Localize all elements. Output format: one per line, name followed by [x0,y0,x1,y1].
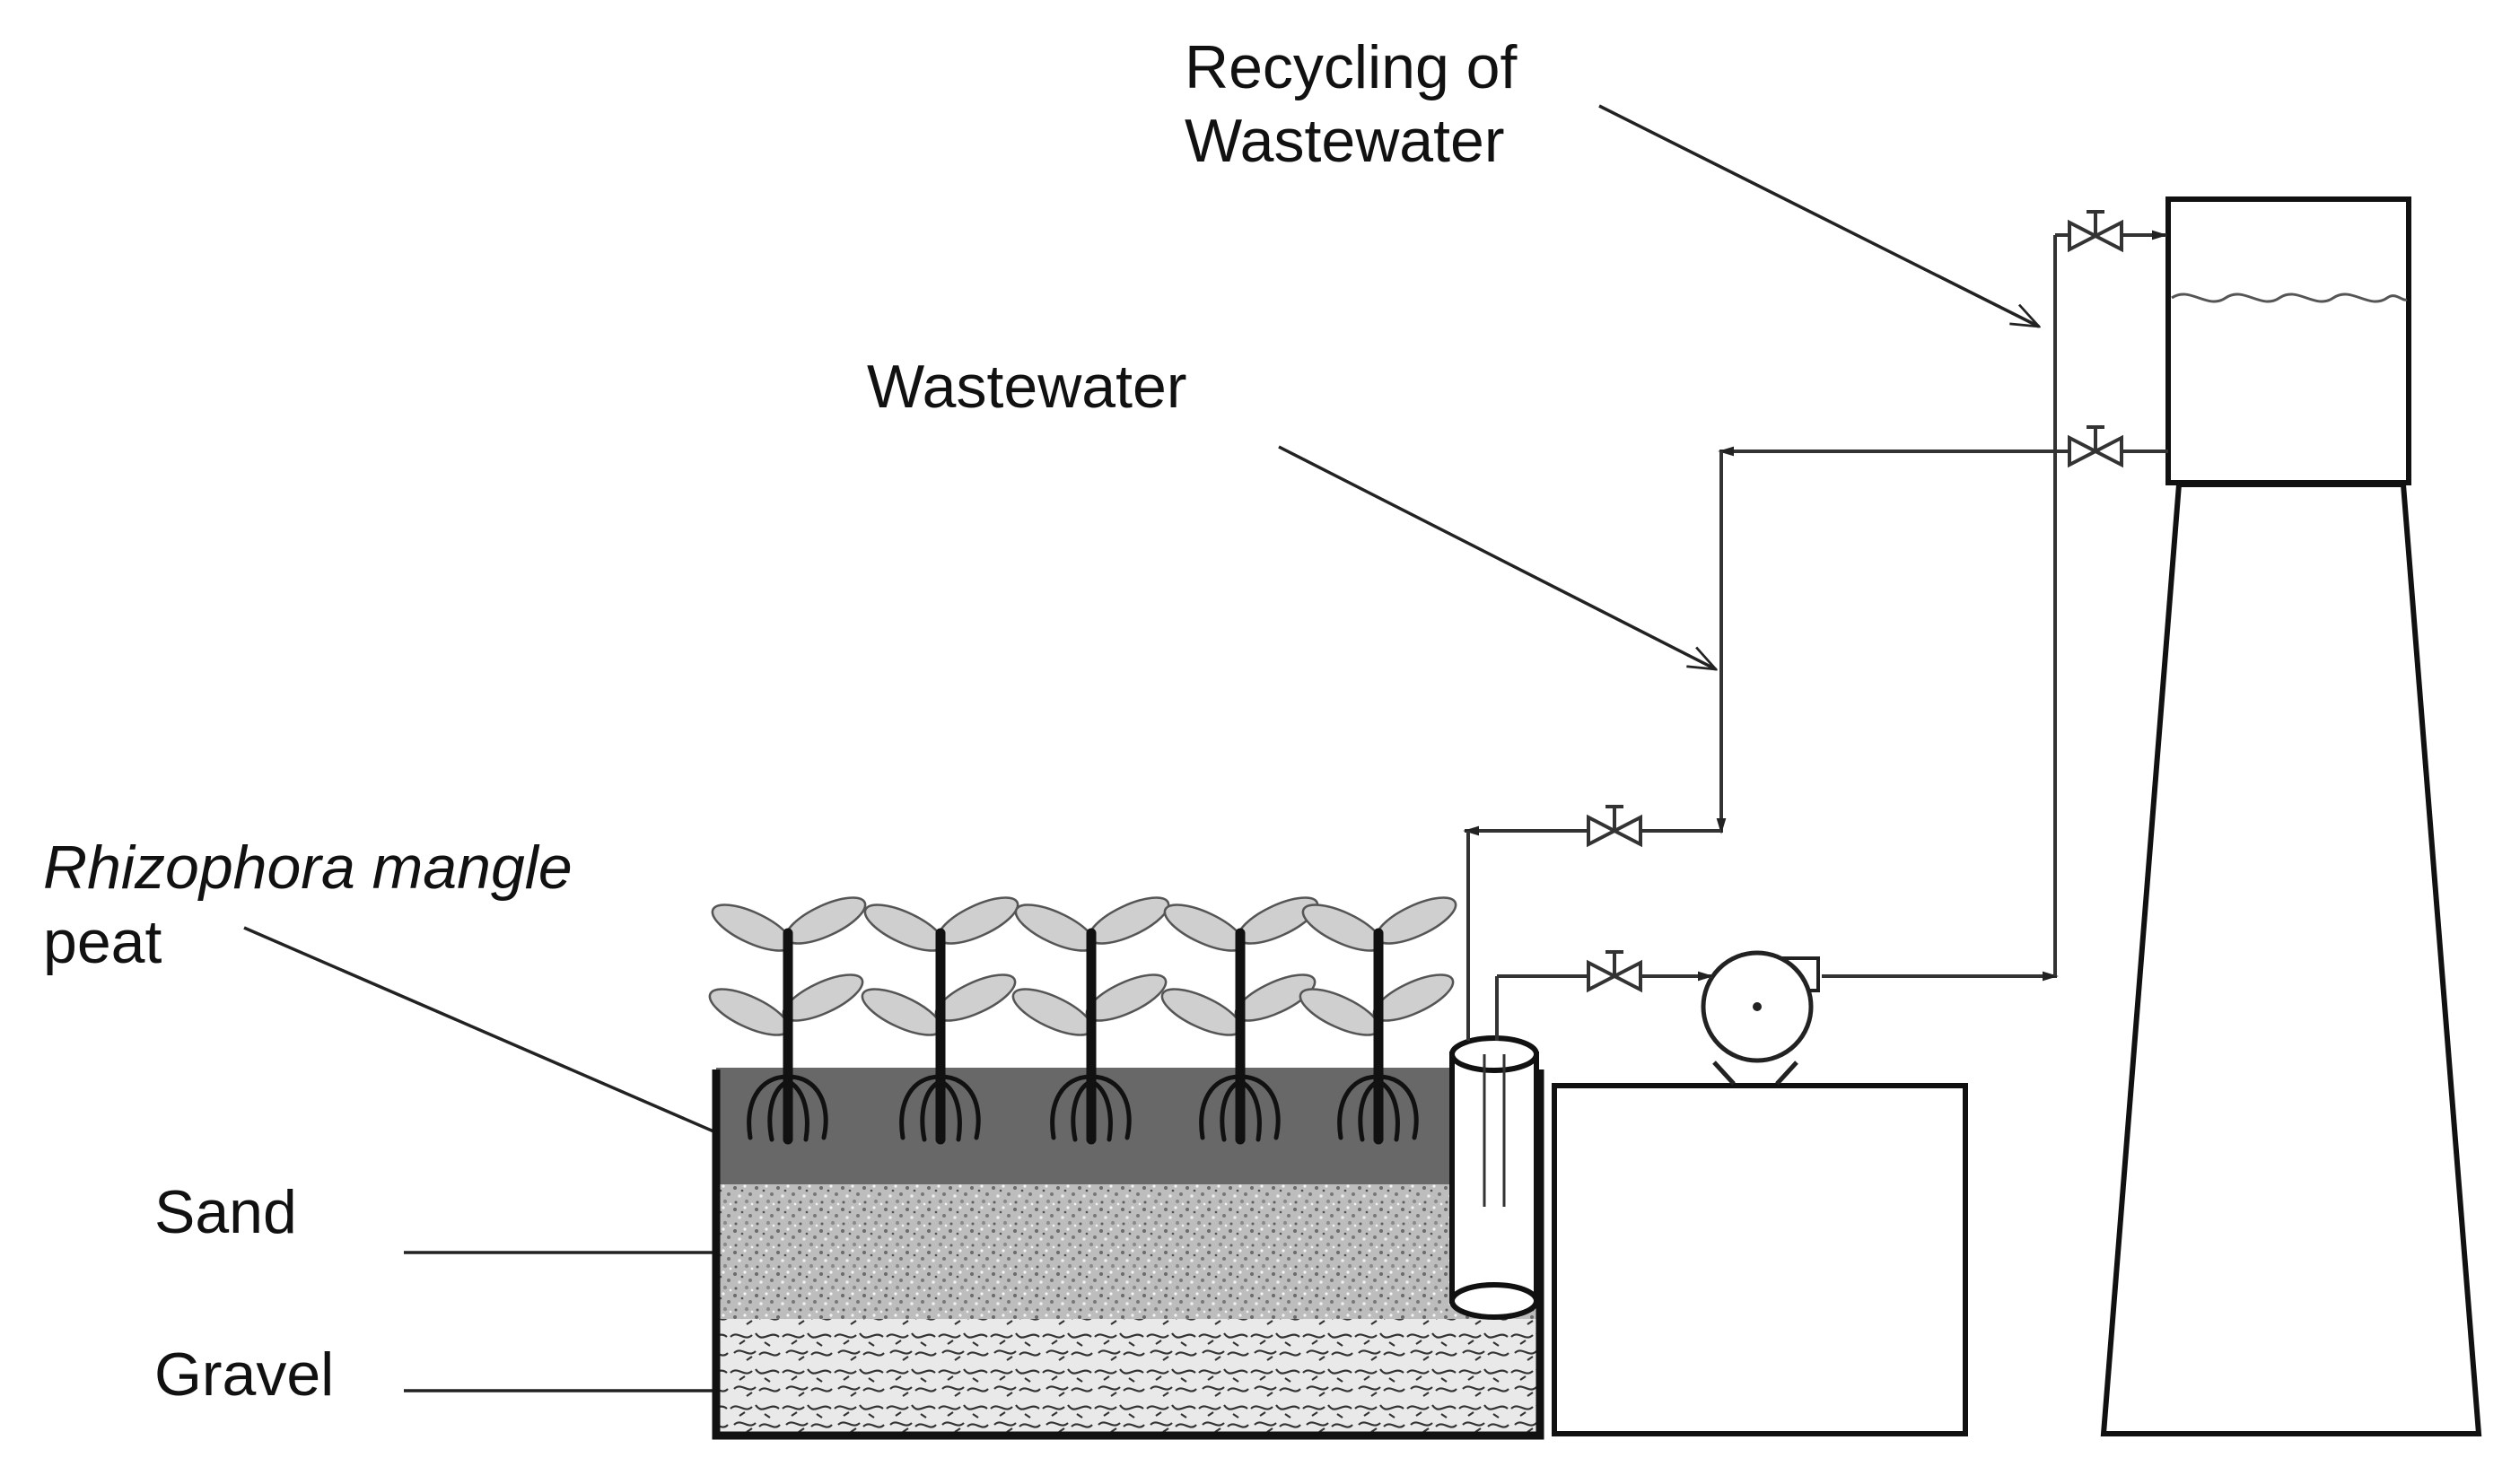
piping [1463,230,2168,1041]
mangrove-plants [708,896,1457,1036]
valve-feed-outlet[interactable] [2068,425,2123,468]
peat-leader-arrow [243,926,774,1159]
recycling-leader-arrow [1598,104,2039,327]
inlet-cylinder [1449,1035,1539,1320]
gravel-label: Gravel [154,1340,334,1409]
pump [1701,950,1820,1086]
wastewater-label: Wastewater [867,353,1186,421]
wastewater-leader-arrow [1278,445,1716,669]
plant-stems-and-roots [747,928,1419,1145]
elevated-feed-tank [2165,196,2411,485]
sand-label: Sand [154,1178,297,1246]
wetland-tank [712,1068,1544,1440]
collection-tank [1552,1083,1968,1436]
peat-label-species: Rhizophora mangle [43,834,573,902]
tank-tower [2100,482,2482,1436]
plant-4 [1160,896,1319,1036]
peat-layer [716,1068,1537,1184]
tank-walls [712,1069,1544,1440]
plant-5 [1299,896,1457,1036]
recycling-label-line2: Wastewater [1185,107,1504,175]
peat-label-line2: peat [43,908,162,976]
valve-pump-inlet[interactable] [1587,950,1642,993]
recycling-label-line1: Recycling of [1185,33,1517,101]
gravel-layer [716,1319,1537,1434]
valve-wastewater-inlet[interactable] [1587,805,1642,848]
sand-layer [716,1184,1537,1319]
valve-recycle-top[interactable] [2068,210,2123,253]
